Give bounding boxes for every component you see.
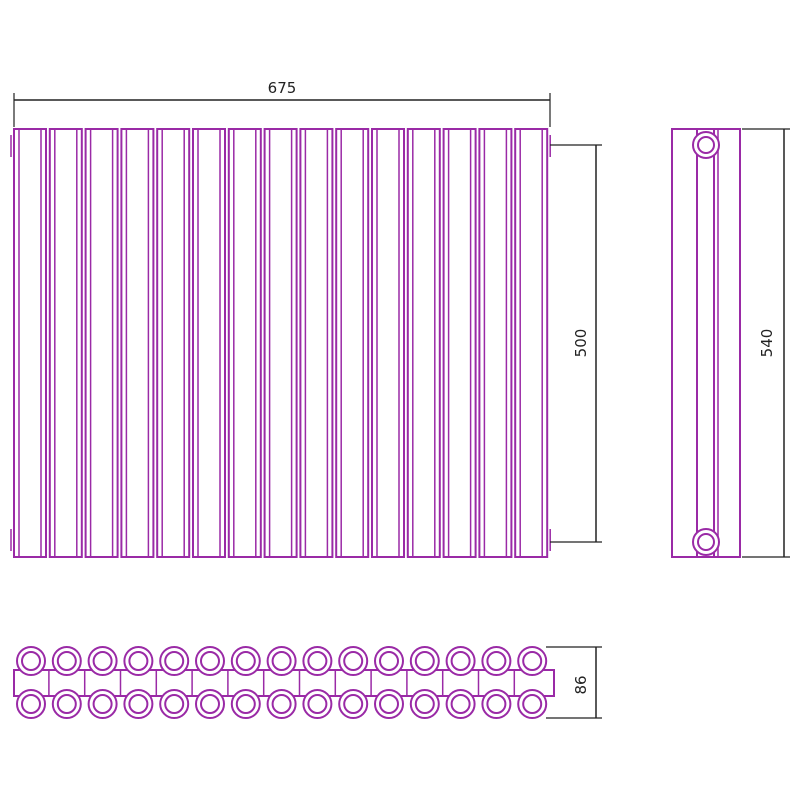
tube-inner <box>200 651 220 671</box>
tube-inner <box>92 651 113 671</box>
tube-inner <box>414 694 435 714</box>
tube-inner <box>522 651 543 671</box>
dimension-width-label: 675 <box>268 79 297 97</box>
radiator-section <box>335 128 370 558</box>
tube-inner <box>522 694 543 714</box>
side-view <box>671 128 741 558</box>
dimension-connection-height-label: 500 <box>572 329 590 358</box>
tube-inner <box>486 651 507 671</box>
radiator-section <box>156 128 191 558</box>
tube-inner <box>379 651 399 671</box>
connection-port-inner <box>697 533 715 551</box>
radiator-section <box>84 128 119 558</box>
tube-inner <box>271 651 292 671</box>
radiator-section <box>371 128 405 558</box>
tube-inner <box>56 651 77 671</box>
tube-inner <box>307 651 328 671</box>
tube-inner <box>128 694 149 714</box>
tube-inner <box>21 694 41 714</box>
tube-inner <box>235 694 256 714</box>
tube-inner <box>200 694 220 714</box>
dimension-total-height-label: 540 <box>758 329 776 358</box>
tube-inner <box>92 694 113 714</box>
radiator-section <box>406 128 441 558</box>
tube-inner <box>307 694 328 714</box>
tube-inner <box>164 694 185 714</box>
connection-port-outer <box>692 528 720 556</box>
tube-inner <box>450 694 471 714</box>
connection-port-outer <box>692 131 720 159</box>
dimension-lines <box>13 93 790 719</box>
connection-port-inner <box>697 136 715 154</box>
side-profile-outline <box>671 128 741 558</box>
tube-inner <box>21 651 41 671</box>
dimension-depth-label: 86 <box>572 675 590 694</box>
radiator-section <box>192 128 226 558</box>
tube-inner <box>128 651 149 671</box>
radiator-section <box>227 128 262 558</box>
radiator-section <box>299 128 334 558</box>
tube-inner <box>486 694 507 714</box>
radiator-section <box>120 128 155 558</box>
tube-inner <box>414 651 435 671</box>
radiator-section <box>478 128 513 558</box>
tube-inner <box>343 651 364 671</box>
tube-inner <box>56 694 77 714</box>
tube-inner <box>235 651 256 671</box>
tube-inner <box>164 651 185 671</box>
front-view <box>10 128 551 558</box>
radiator-section <box>514 128 549 558</box>
radiator-section <box>48 128 83 558</box>
tube-inner <box>343 694 364 714</box>
top-view <box>13 646 555 719</box>
radiator-section <box>13 128 47 558</box>
radiator-section <box>442 128 477 558</box>
radiator-section <box>263 128 298 558</box>
tube-inner <box>450 651 471 671</box>
tube-inner <box>271 694 292 714</box>
tube-inner <box>379 694 399 714</box>
